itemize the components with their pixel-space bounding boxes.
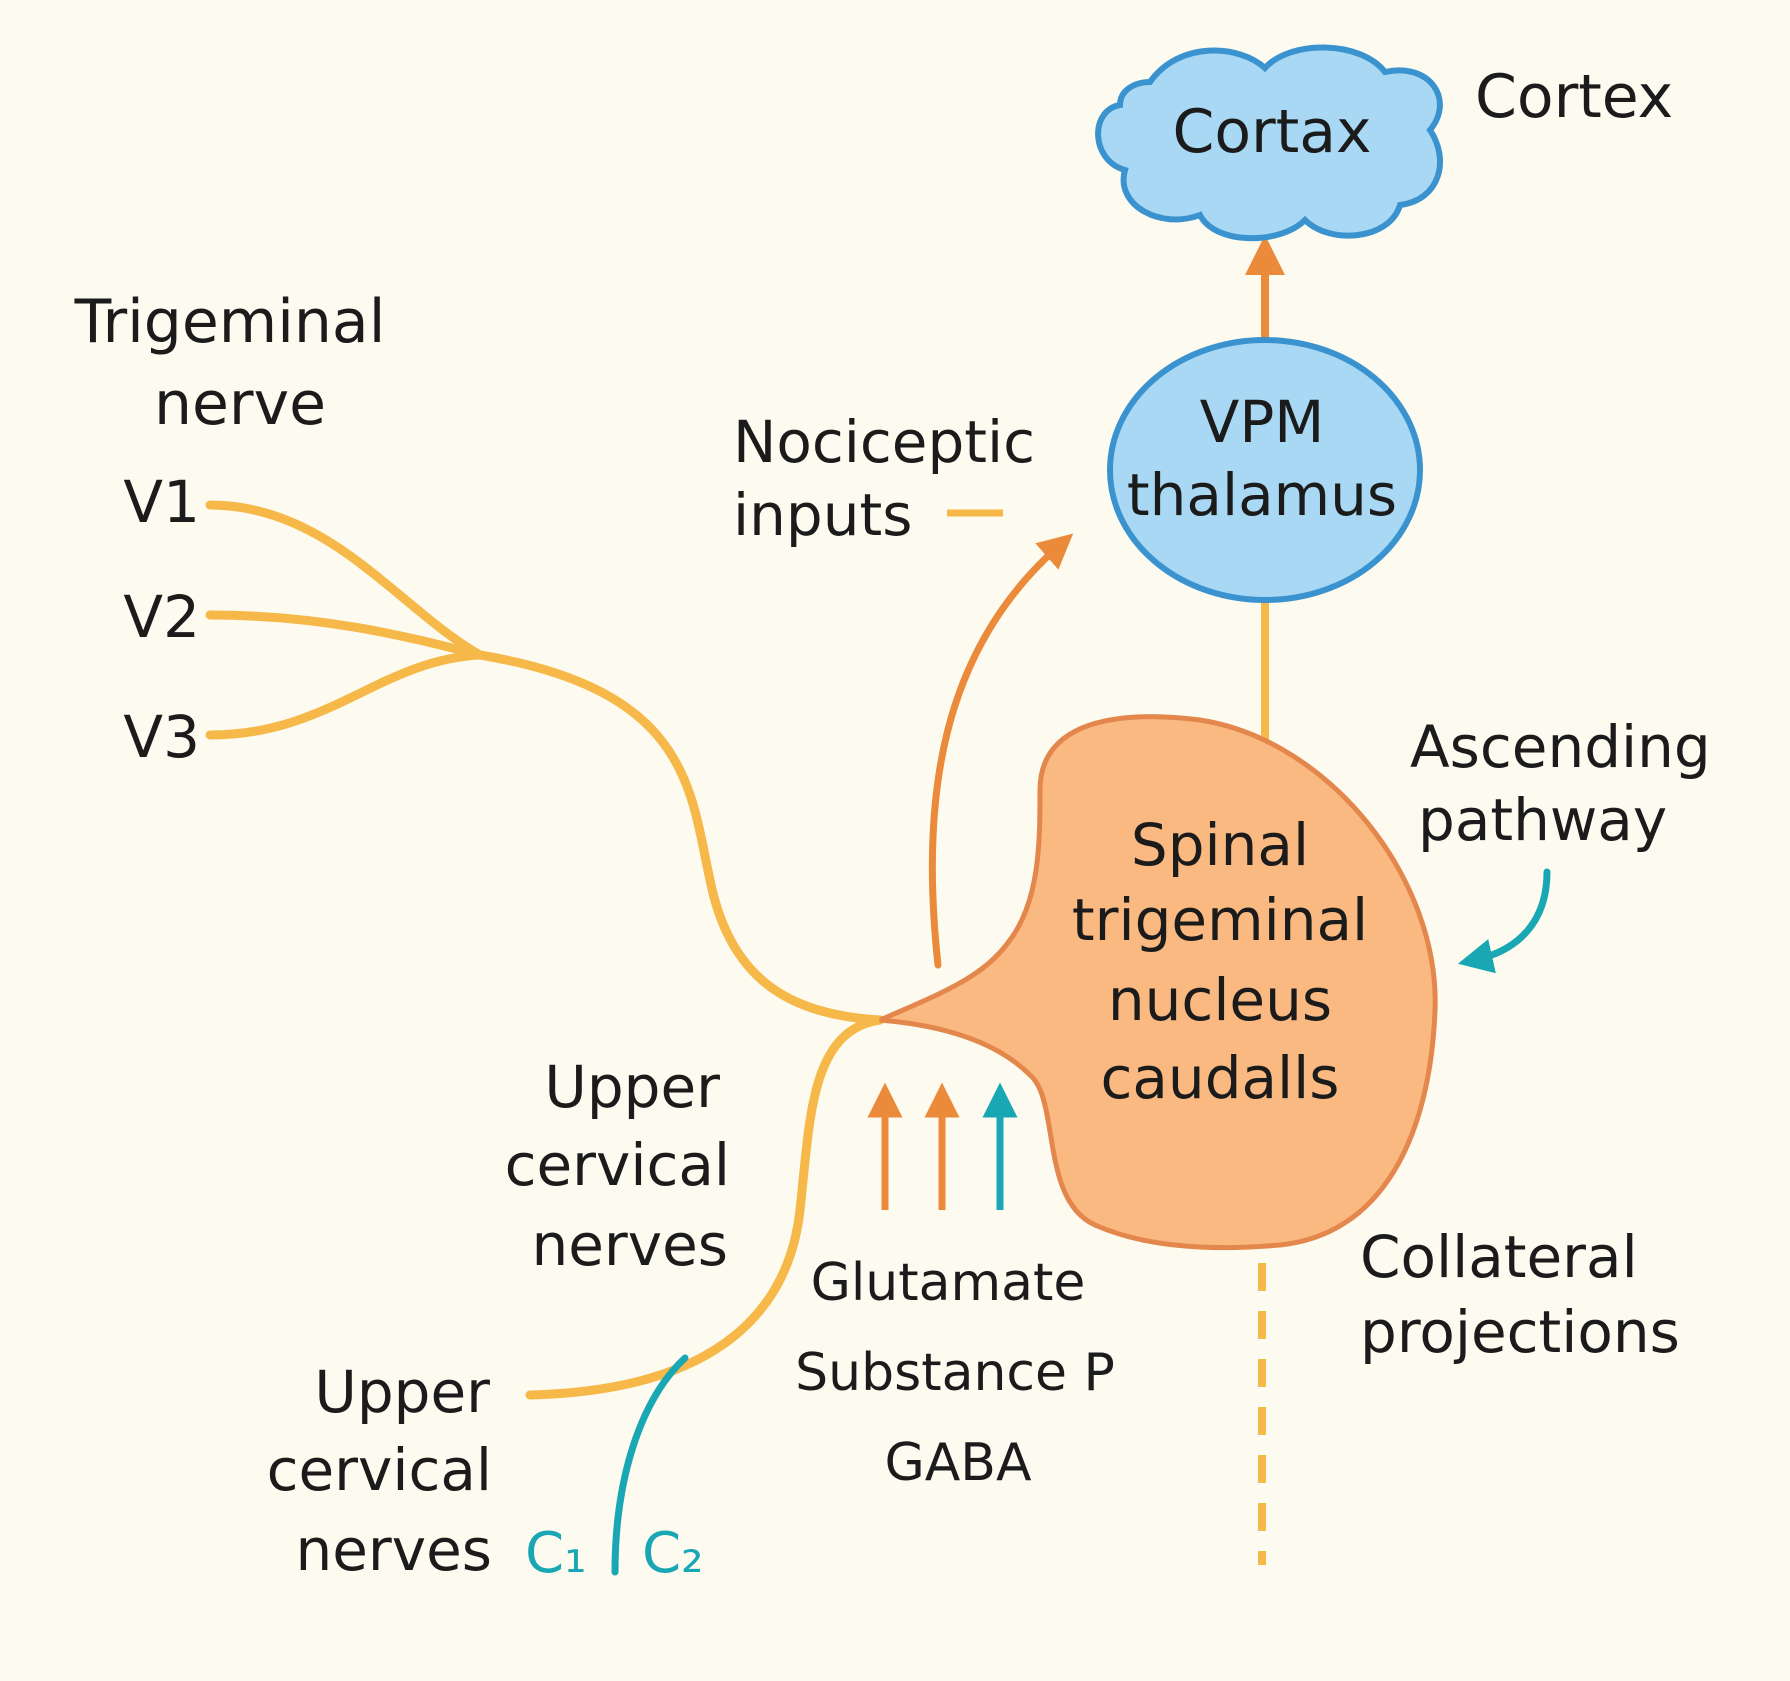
trigeminal-nerve-branches: [205, 500, 885, 1025]
v1-label: V1: [123, 468, 200, 536]
v1-nerve-line: [205, 500, 485, 660]
cortex-cloud-shape: [1095, 44, 1443, 242]
cortex-side-label: Cortex: [1475, 62, 1673, 132]
v3-label: V3: [123, 703, 200, 771]
v2-label: V2: [123, 583, 200, 651]
nociceptive-label-line1: Nociceptic: [733, 408, 1035, 476]
upper-cervical-a-line3: nerves: [531, 1211, 728, 1279]
nucleus-label-line4: caudalls: [1101, 1044, 1340, 1112]
nucleus-label-line1: Spinal: [1131, 811, 1309, 879]
neurotransmitter-substance-p: Substance P: [795, 1343, 1115, 1403]
spinal-trigeminal-nucleus-shape: [879, 714, 1438, 1251]
cortex-shape-label: Cortax: [1172, 97, 1371, 167]
c1-label: C₁: [525, 1521, 587, 1586]
upper-cervical-b-line2: cervical: [267, 1436, 492, 1504]
nociceptive-curved-arrow: [928, 533, 1074, 969]
trigeminal-nerve-title-line2: nerve: [154, 369, 326, 439]
neurotransmitter-glutamate: Glutamate: [811, 1253, 1086, 1313]
c-root-line: [611, 1354, 689, 1576]
c2-label: C₂: [642, 1521, 704, 1586]
thalamus-label-line2: thalamus: [1127, 461, 1397, 529]
collateral-label-line1: Collateral: [1360, 1223, 1638, 1291]
v2-nerve-line: [205, 610, 485, 660]
ascending-pathway-label-line1: Ascending: [1410, 713, 1711, 781]
ascending-pathway-label-line2: pathway: [1418, 786, 1667, 854]
nucleus-label-line2: trigeminal: [1072, 886, 1368, 954]
vpm-thalamus-ellipse: [1107, 337, 1423, 603]
nucleus-label-line3: nucleus: [1108, 966, 1332, 1034]
trigeminal-trunk-line: [475, 650, 885, 1025]
upper-cervical-a-line2: cervical: [505, 1131, 730, 1199]
upper-cervical-b-line3: nerves: [295, 1516, 492, 1584]
upper-cervical-b-line1: Upper: [314, 1358, 490, 1426]
v3-nerve-line: [205, 650, 485, 740]
thalamus-label-line1: VPM: [1200, 388, 1325, 456]
trigeminal-nerve-title-line1: Trigeminal: [74, 287, 386, 357]
neurotransmitter-gaba: GABA: [884, 1433, 1032, 1493]
collateral-label-line2: projections: [1360, 1298, 1680, 1366]
nociceptive-label-line2: inputs: [733, 481, 912, 549]
upper-cervical-a-line1: Upper: [544, 1053, 720, 1121]
ascending-pathway-arrow: [1457, 868, 1551, 974]
